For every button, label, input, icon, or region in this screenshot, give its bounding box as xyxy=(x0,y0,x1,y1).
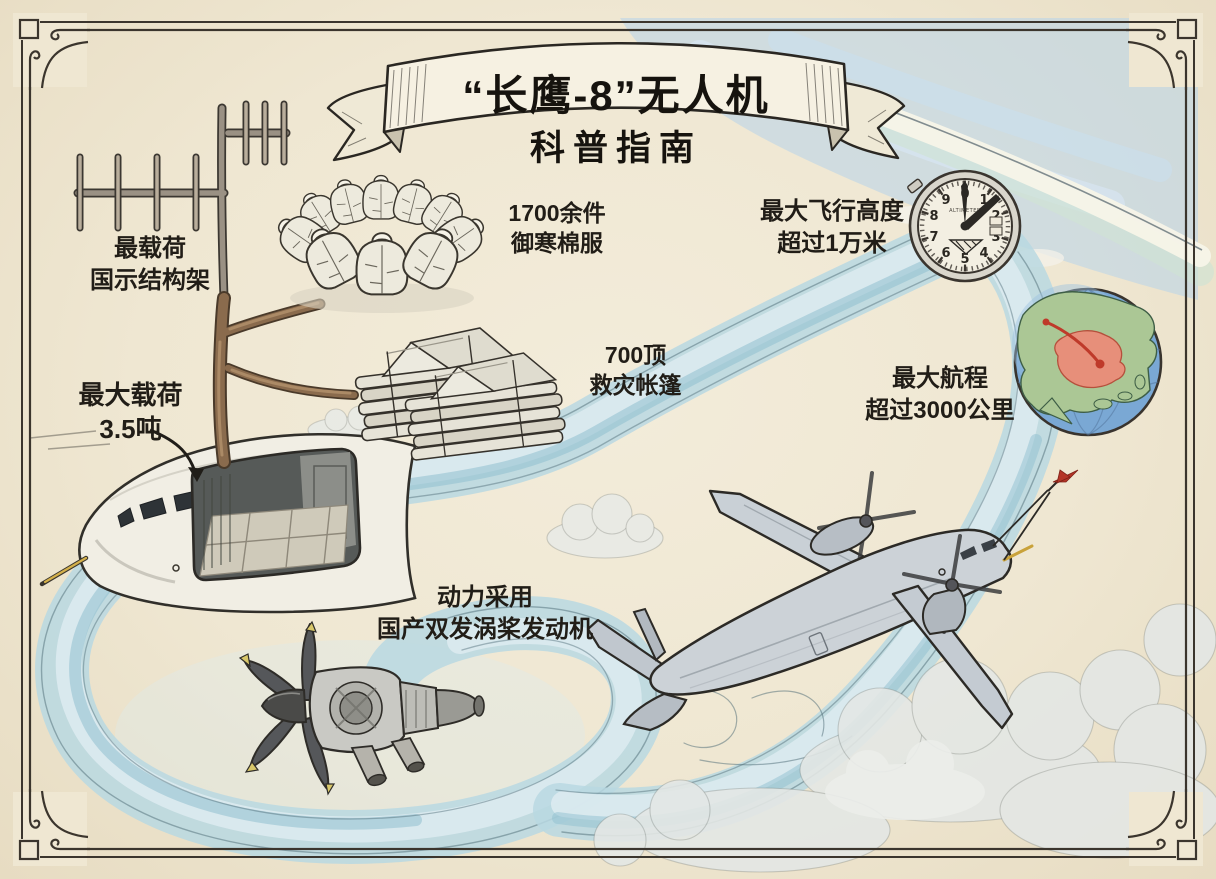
globe-illustration xyxy=(1012,284,1163,437)
altitude-label-line1: 最大飞行高度 xyxy=(760,198,904,225)
poster-title: “长鹰-8”无人机 xyxy=(462,72,770,119)
engine-illustration xyxy=(238,620,485,796)
cloud xyxy=(825,740,985,820)
left-engine xyxy=(809,471,916,570)
target-drone-icon xyxy=(1052,469,1079,484)
antenna-label-line1: 最载荷 xyxy=(114,235,186,262)
svg-text:5: 5 xyxy=(960,252,969,267)
svg-text:4: 4 xyxy=(979,246,988,261)
engine-label-line2: 国产双发涡桨发动机 xyxy=(377,615,593,643)
antenna-label: 最载荷 国示结构架 xyxy=(40,233,260,296)
coats-illustration xyxy=(267,174,495,313)
svg-text:8: 8 xyxy=(929,209,938,224)
coats-label-line2: 御寒棉服 xyxy=(511,230,603,257)
right-engine xyxy=(902,534,1002,636)
tents-label-line1: 700顶 xyxy=(604,342,667,368)
china-region xyxy=(1054,330,1126,389)
uav-cockpit-windows xyxy=(960,539,997,560)
payload-label-line1: 最大载荷 xyxy=(78,380,183,410)
range-label-line1: 最大航程 xyxy=(892,365,988,392)
tents-label-line2: 救灾帐篷 xyxy=(589,372,682,399)
range-label-line2: 超过3000公里 xyxy=(865,396,1015,424)
antenna-wires xyxy=(992,489,1051,561)
engine-label-line1: 动力采用 xyxy=(437,584,533,611)
engine-label: 动力采用 国产双发涡桨发动机 xyxy=(345,582,625,645)
route-line xyxy=(1044,320,1102,366)
altimeter-gauge: 0 1 2 3 4 5 6 7 8 9 ALTIMETER xyxy=(907,169,1022,283)
antenna-label-line2: 国示结构架 xyxy=(90,266,210,294)
svg-text:3: 3 xyxy=(991,230,1000,245)
payload-label-line2: 3.5吨 xyxy=(99,414,162,445)
svg-text:1: 1 xyxy=(979,193,988,208)
tents-label: 700顶 救灾帐篷 xyxy=(548,340,723,401)
range-label: 最大航程 超过3000公里 xyxy=(845,363,1035,426)
coats-label-line1: 1700余件 xyxy=(508,200,606,226)
svg-text:6: 6 xyxy=(941,246,950,261)
poster-subtitle: 科普指南 xyxy=(529,129,702,168)
payload-label: 最大载荷 3.5吨 xyxy=(38,378,223,447)
altitude-label: 最大飞行高度 超过1万米 xyxy=(732,196,932,259)
banner-ribbon xyxy=(326,41,906,162)
ribbon-band xyxy=(382,41,850,134)
altitude-label-line2: 超过1万米 xyxy=(777,229,887,257)
altimeter-needle-wide xyxy=(962,194,1001,230)
payload-arrow xyxy=(149,428,204,482)
svg-text:9: 9 xyxy=(941,193,950,208)
fuselage-illustration xyxy=(39,432,417,614)
altimeter-needle-long xyxy=(961,181,968,226)
antenna-illustration xyxy=(73,100,291,303)
svg-text:7: 7 xyxy=(929,230,938,245)
aircraft-illustration xyxy=(586,469,1079,732)
speed-lines xyxy=(29,430,111,450)
border-frame xyxy=(11,11,1205,868)
branch-illustration xyxy=(212,291,359,469)
nose-probe xyxy=(1002,544,1034,562)
coats-label: 1700余件 御寒棉服 xyxy=(462,198,652,259)
